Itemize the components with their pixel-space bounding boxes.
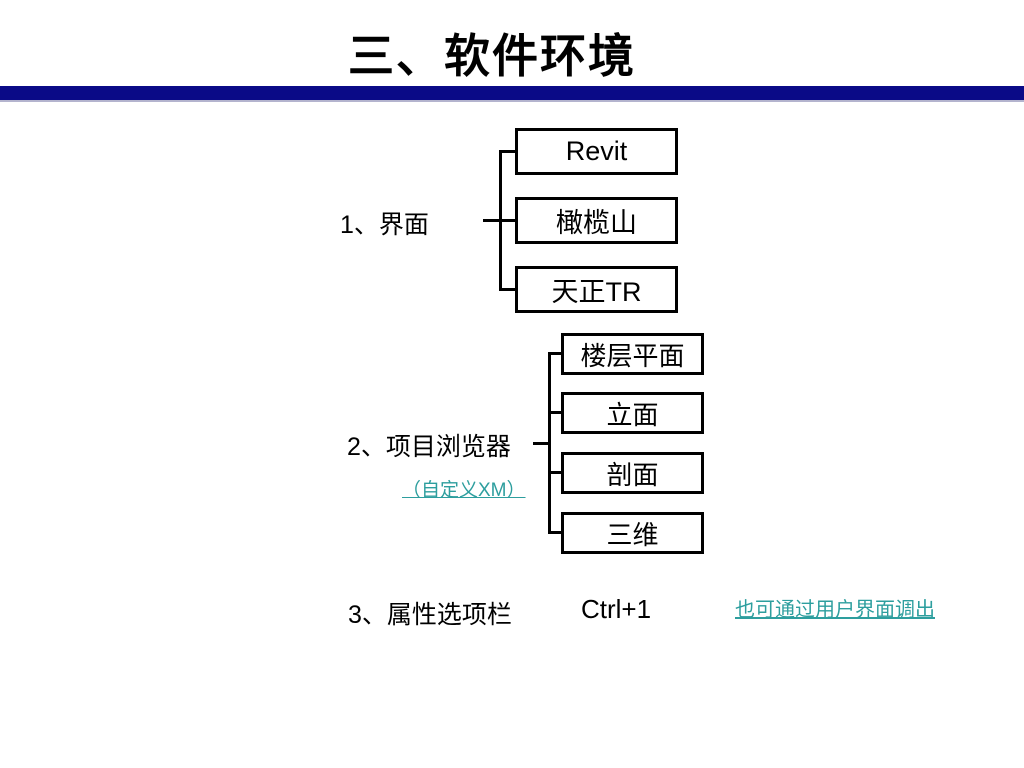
custom-xm-link[interactable]: （自定义XM） — [402, 480, 526, 501]
connector-line — [548, 411, 562, 414]
title-divider-bar — [0, 86, 1024, 102]
page-title: 三、软件环境 — [348, 29, 636, 83]
connector-line — [548, 471, 562, 474]
node-floor-plan: 楼层平面 — [561, 333, 704, 375]
connector-line — [499, 150, 516, 153]
shortcut-ctrl-1: Ctrl+1 — [581, 594, 652, 624]
ui-invoke-link[interactable]: 也可通过用户界面调出 — [735, 599, 935, 621]
node-elevation: 立面 — [561, 392, 704, 434]
connector-line — [533, 442, 550, 445]
node-tianzheng-tr: 天正TR — [515, 266, 678, 313]
connector-line — [548, 352, 562, 355]
label-project-browser: 2、项目浏览器 — [347, 433, 511, 461]
node-ganlanshan: 橄榄山 — [515, 197, 678, 244]
connector-line — [548, 531, 562, 534]
connector-line — [499, 288, 516, 291]
node-3d: 三维 — [561, 512, 704, 554]
connector-line — [499, 150, 502, 291]
node-section: 剖面 — [561, 452, 704, 494]
connector-line — [548, 352, 551, 534]
label-interface: 1、界面 — [340, 211, 429, 239]
node-revit: Revit — [515, 128, 678, 175]
label-properties-bar: 3、属性选项栏 — [348, 601, 512, 629]
